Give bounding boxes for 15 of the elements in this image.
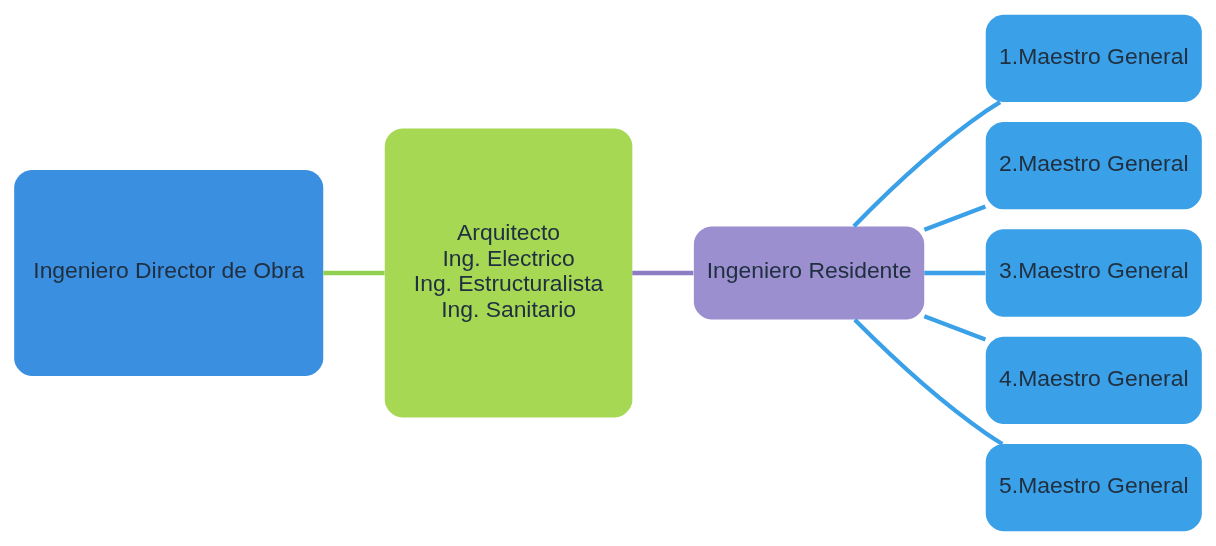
node-box: 1.Maestro General (985, 14, 1202, 102)
node-box: Ingeniero Residente (693, 226, 925, 320)
connector (923, 314, 987, 342)
connector (323, 270, 385, 276)
node-box: 3.Maestro General (985, 229, 1202, 317)
connector (853, 318, 1004, 446)
node-box: 2.Maestro General (985, 122, 1202, 210)
connector (923, 204, 987, 232)
node-box: 5.Maestro General (985, 444, 1202, 532)
connector (852, 100, 1002, 228)
connector (632, 270, 694, 276)
node-box: 4.Maestro General (985, 336, 1202, 424)
connector (924, 270, 986, 276)
node-box: Ingeniero Director de Obra (14, 170, 324, 376)
node-box: Arquitecto Ing. Electrico Ing. Estructuralista Ing. Sanitario (384, 128, 633, 418)
